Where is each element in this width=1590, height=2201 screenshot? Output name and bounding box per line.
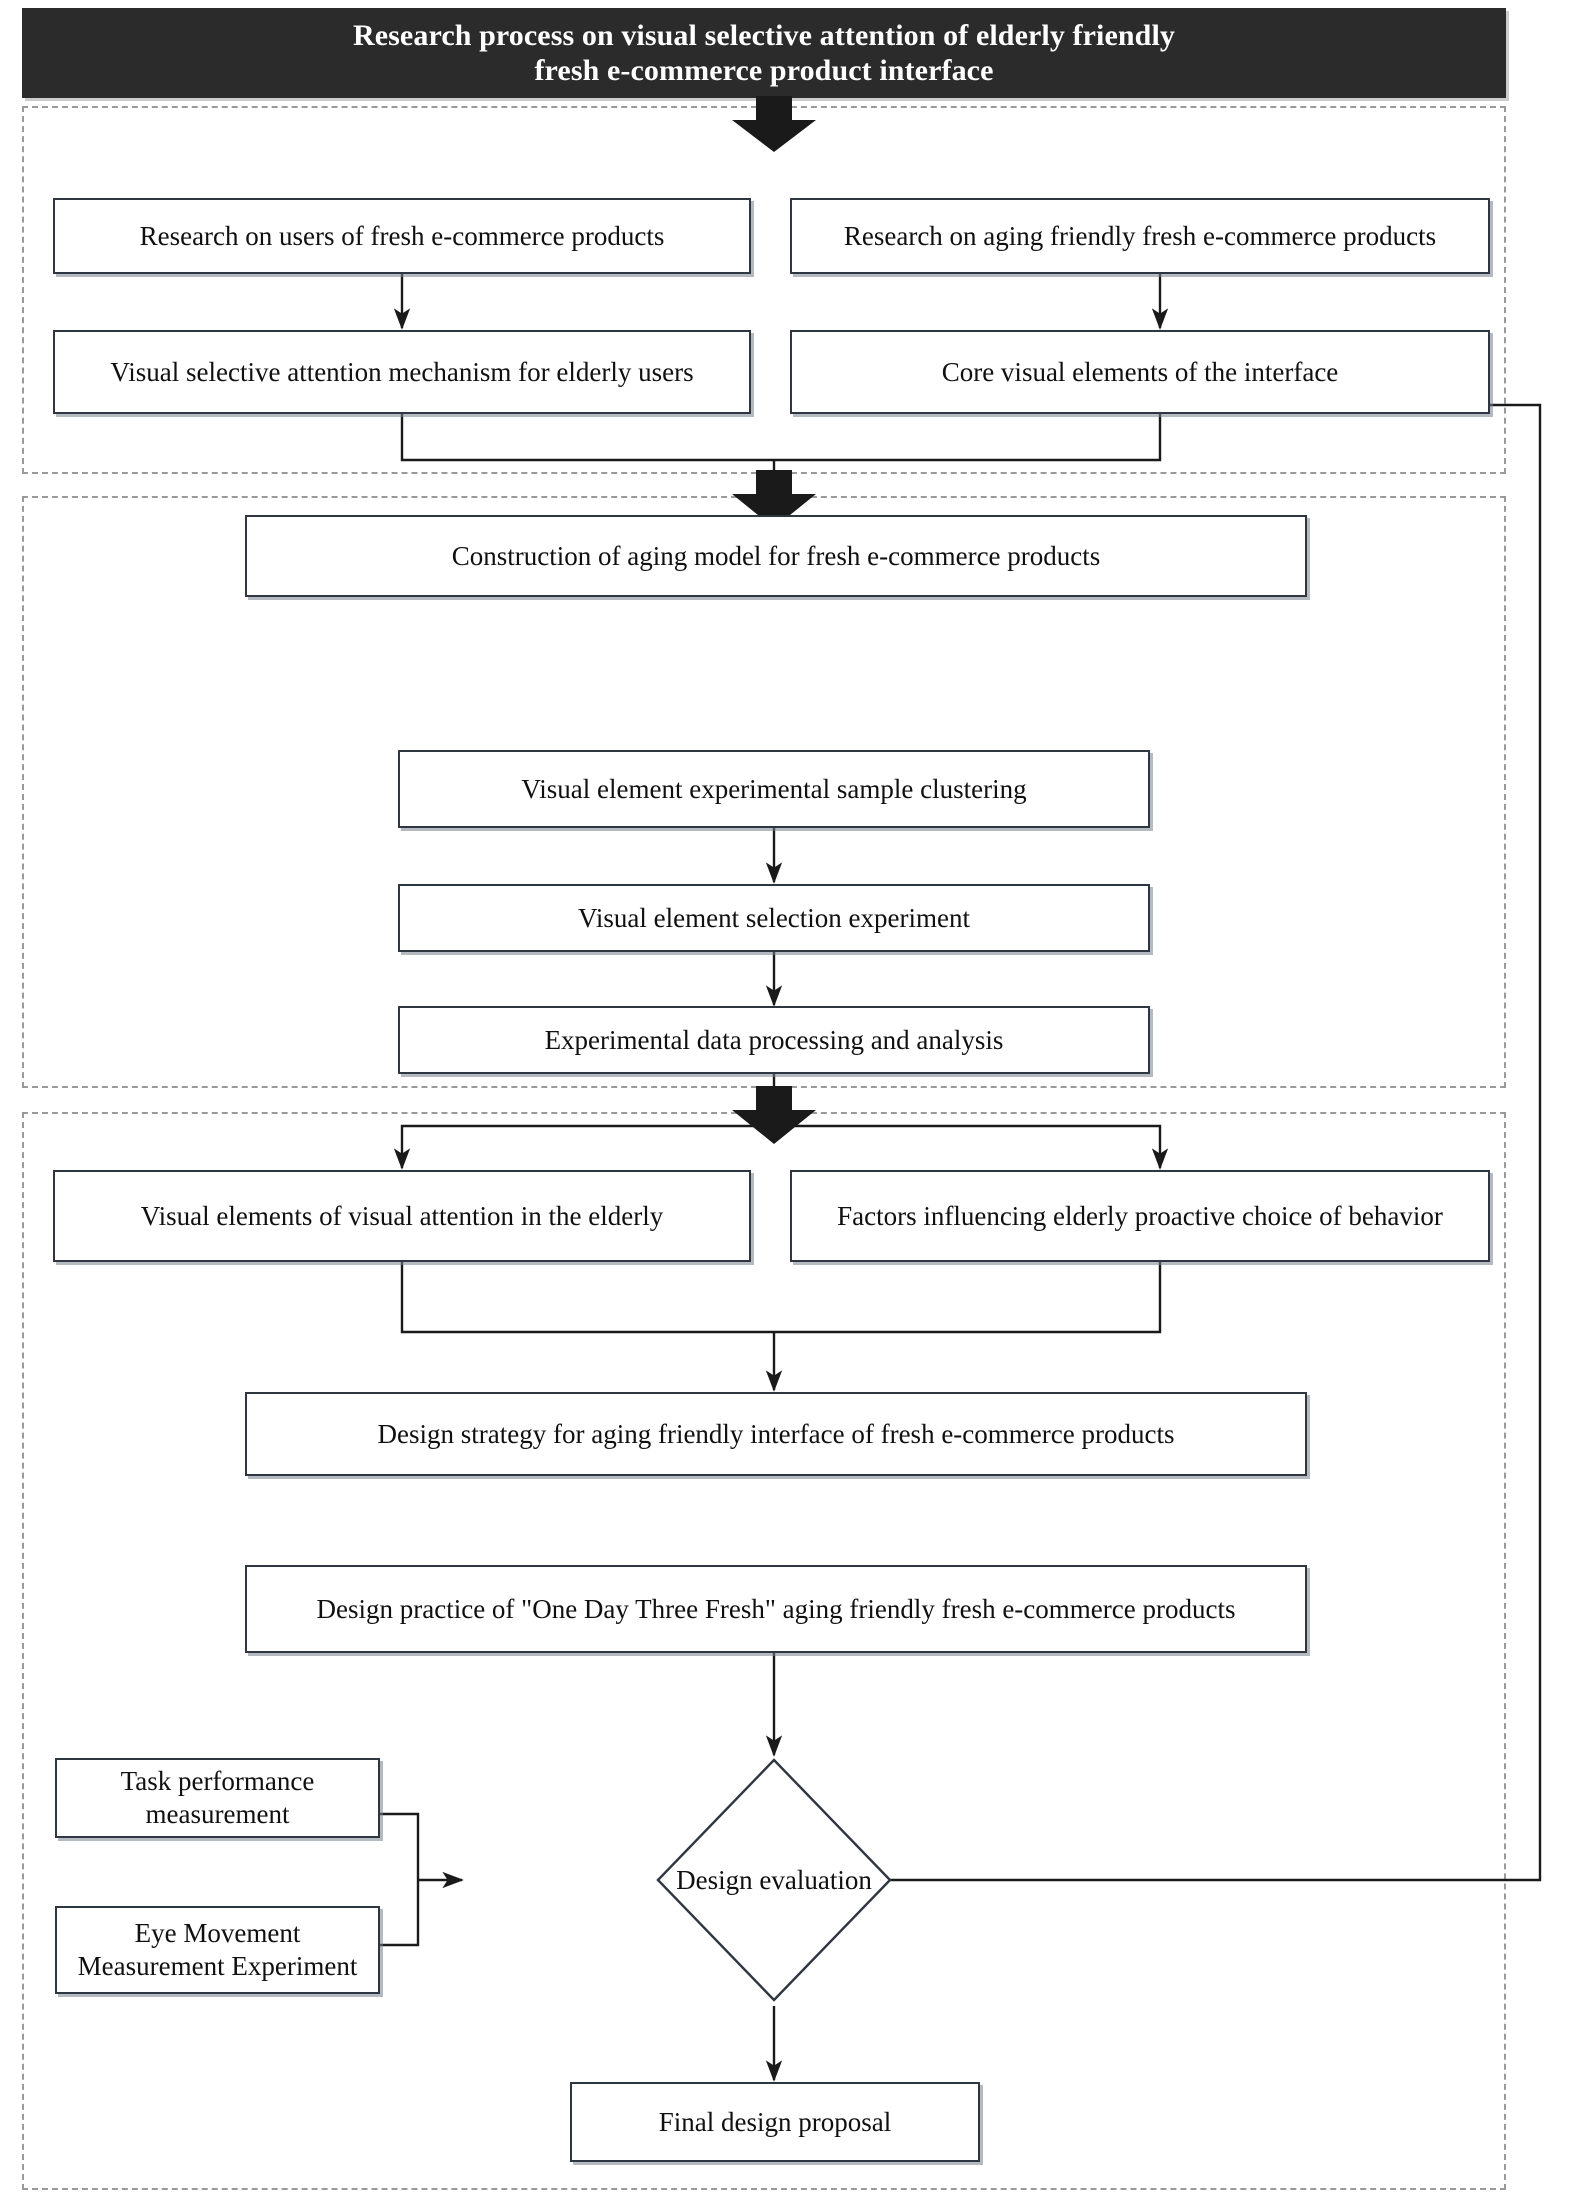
node-design-strategy-aging-friendly[interactable]: Design strategy for aging friendly inter…: [245, 1392, 1307, 1476]
connector-phase1-to-phase2: [732, 470, 816, 528]
node-label: Research on users of fresh e-commerce pr…: [139, 220, 665, 251]
node-label: Task performance measurement: [120, 1766, 315, 1829]
page-title: Research process on visual selective att…: [333, 18, 1195, 89]
node-experimental-data-processing[interactable]: Experimental data processing and analysi…: [398, 1006, 1150, 1074]
node-label: Final design proposal: [658, 2106, 892, 2137]
page-title-line-1: Research process on visual selective att…: [352, 18, 1176, 52]
node-research-aging-friendly-products[interactable]: Research on aging friendly fresh e-comme…: [790, 198, 1490, 274]
node-eye-movement-measurement-experiment[interactable]: Eye Movement Measurement Experiment: [55, 1906, 380, 1994]
page-title-line-2: fresh e-commerce product interface: [534, 54, 994, 87]
node-factors-influencing-elderly-choice[interactable]: Factors influencing elderly proactive ch…: [790, 1170, 1490, 1262]
diagram-title-banner: Research process on visual selective att…: [22, 8, 1506, 98]
connector-feedback-diamond-n4: [886, 396, 1542, 1882]
node-final-design-proposal[interactable]: Final design proposal: [570, 2082, 980, 2162]
node-design-practice-one-day-three-fresh[interactable]: Design practice of "One Day Three Fresh"…: [245, 1565, 1307, 1653]
node-label: Factors influencing elderly proactive ch…: [837, 1200, 1443, 1231]
node-construction-aging-model[interactable]: Construction of aging model for fresh e-…: [245, 515, 1307, 597]
connector-n13-n14-merge-diamond: [380, 1812, 464, 1947]
node-visual-element-sample-clustering[interactable]: Visual element experimental sample clust…: [398, 750, 1150, 828]
decision-design-evaluation[interactable]: Design evaluation: [654, 1756, 894, 2004]
node-label: Eye Movement Measurement Experiment: [77, 1918, 358, 1981]
node-label: Visual element experimental sample clust…: [521, 773, 1027, 804]
node-label: Visual elements of visual attention in t…: [140, 1200, 664, 1231]
node-label: Design strategy for aging friendly inter…: [377, 1418, 1175, 1449]
node-label: Core visual elements of the interface: [941, 356, 1339, 387]
node-visual-selective-attention-mechanism[interactable]: Visual selective attention mechanism for…: [53, 330, 751, 414]
node-label: Visual selective attention mechanism for…: [110, 356, 694, 387]
node-label: Research on aging friendly fresh e-comme…: [843, 220, 1437, 251]
node-research-users-fresh-ecommerce[interactable]: Research on users of fresh e-commerce pr…: [53, 198, 751, 274]
node-label: Experimental data processing and analysi…: [544, 1024, 1004, 1055]
diamond-shape-icon: [656, 1758, 892, 2002]
connector-phase2-to-phase3: [732, 1086, 816, 1144]
connector-n9-n10-merge-n11: [400, 1262, 1162, 1392]
node-core-visual-elements-interface[interactable]: Core visual elements of the interface: [790, 330, 1490, 414]
node-visual-element-selection-experiment[interactable]: Visual element selection experiment: [398, 884, 1150, 952]
node-task-performance-measurement[interactable]: Task performance measurement: [55, 1758, 380, 1838]
node-label: Visual element selection experiment: [578, 902, 970, 933]
node-label: Construction of aging model for fresh e-…: [451, 540, 1101, 571]
node-visual-elements-attention-elderly[interactable]: Visual elements of visual attention in t…: [53, 1170, 751, 1262]
connector-title-to-phase1: [732, 96, 816, 152]
node-label: Design practice of "One Day Three Fresh"…: [316, 1593, 1236, 1624]
